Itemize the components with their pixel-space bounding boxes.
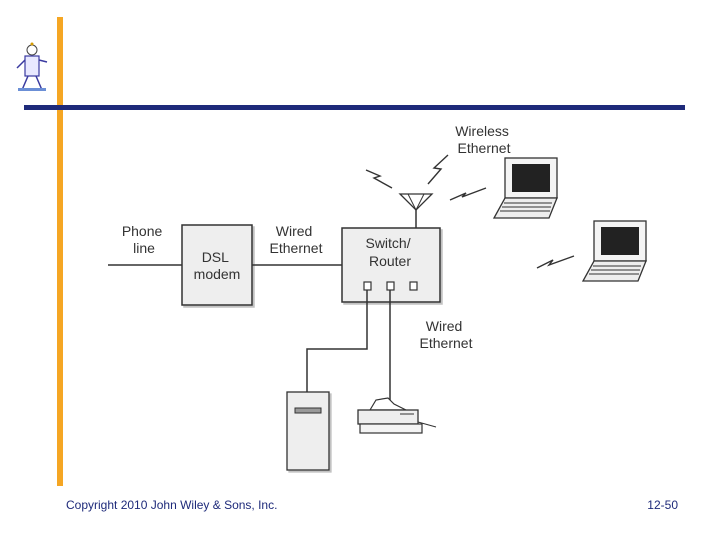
lightning-signal-icon [449,187,487,201]
page-number: 12-50 [647,498,678,512]
lightning-signal-icon [427,154,449,185]
phone-line-label: Phone line [122,223,166,256]
copyright-text: Copyright 2010 John Wiley & Sons, Inc. [66,498,278,512]
printer-icon [357,397,437,434]
laptop-icon [581,220,647,282]
antenna-icon [398,193,434,228]
computer-tower-icon [286,391,330,471]
left-accent-bar [57,17,63,486]
router-port-3 [409,281,418,291]
lightning-signal-icon [365,169,393,189]
wired-ethernet-link-computer [306,290,368,392]
wireless-ethernet-label: Wireless Ethernet [455,123,513,156]
router-port-2 [386,281,395,291]
wired-ethernet-bottom-label: Wired Ethernet [420,318,473,351]
router-port-1 [363,281,372,291]
lightning-signal-icon [536,255,575,269]
switch-router-label: Switch/ Router [365,235,414,269]
clipart-figure-icon [16,42,48,91]
dsl-modem-label: DSL modem [194,249,241,282]
wired-ethernet-top-label: Wired Ethernet [270,223,323,256]
laptop-icon [492,157,558,219]
dsl-modem-box [181,224,253,306]
title-divider-bar [24,105,685,110]
